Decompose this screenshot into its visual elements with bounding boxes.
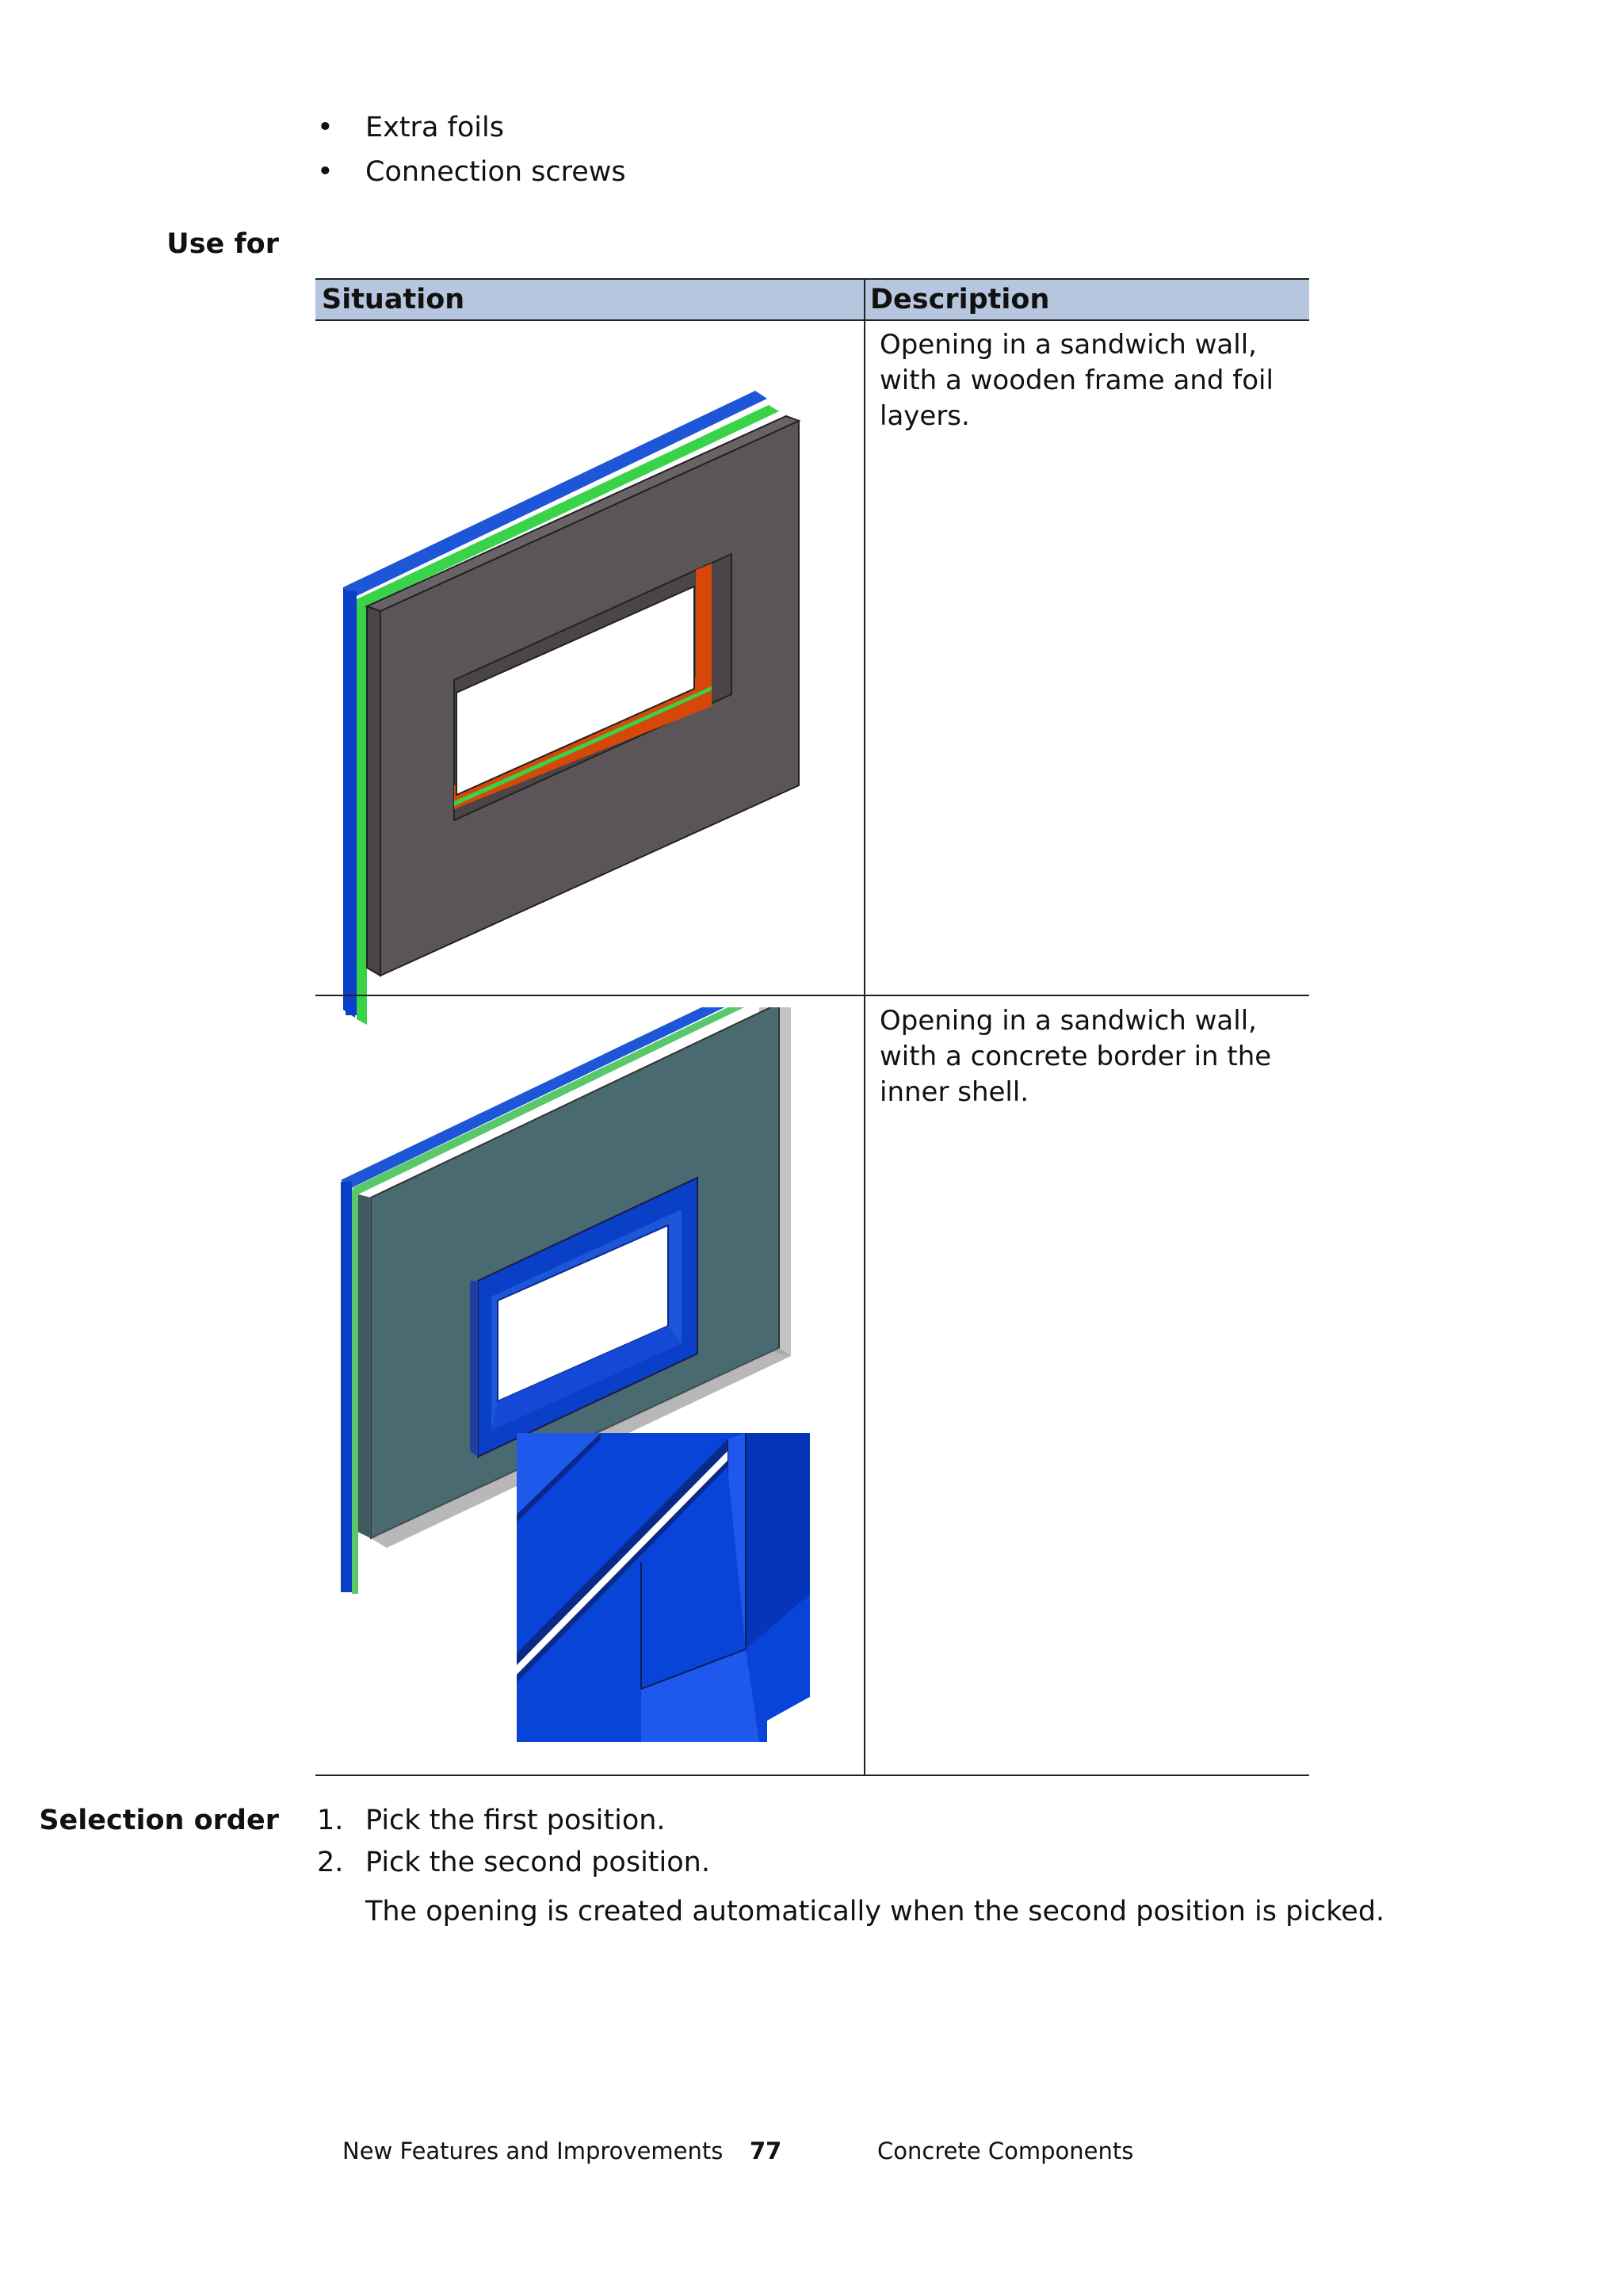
row-separator [315, 995, 1309, 996]
table-header-row [315, 280, 1309, 319]
wooden-frame-wall-image [343, 391, 801, 1025]
table-bottom-rule [315, 1775, 1309, 1776]
header-situation: Situation [322, 284, 465, 315]
row-2-description: Opening in a sandwich wall, with a concr… [880, 1005, 1272, 1108]
step-number-2: 2. [317, 1847, 344, 1878]
concrete-border-wall-image [341, 1007, 810, 1742]
step-1-text: Pick the first position. [365, 1805, 666, 1836]
table-top-rule [315, 278, 1309, 280]
bullet-marker: • [317, 156, 334, 188]
bullet-marker: • [317, 112, 334, 143]
bullet-connection-screws: Connection screws [365, 156, 626, 188]
wall-illustration-2 [341, 1007, 791, 1594]
footer-right-title: Concrete Components [877, 2137, 1134, 2164]
wall-illustration-1 [343, 391, 801, 1025]
use-for-label: Use for [166, 228, 279, 260]
row-1-description: Opening in a sandwich wall, with a woode… [880, 329, 1274, 432]
selection-note: The opening is created automatically whe… [365, 1896, 1385, 1927]
use-for-table: Situation Description Opening in a sandw… [315, 278, 1309, 1776]
table-header-rule [315, 319, 1309, 321]
selection-order-label: Selection order [39, 1805, 279, 1836]
footer-left-title: New Features and Improvements [342, 2137, 724, 2164]
bullet-extra-foils: Extra foils [365, 112, 504, 143]
step-2-text: Pick the second position. [365, 1847, 710, 1878]
column-separator [864, 278, 865, 1776]
step-number-1: 1. [317, 1805, 344, 1836]
page-number: 77 [750, 2137, 782, 2164]
header-description: Description [870, 284, 1050, 315]
corner-detail-closeup [517, 1433, 810, 1742]
